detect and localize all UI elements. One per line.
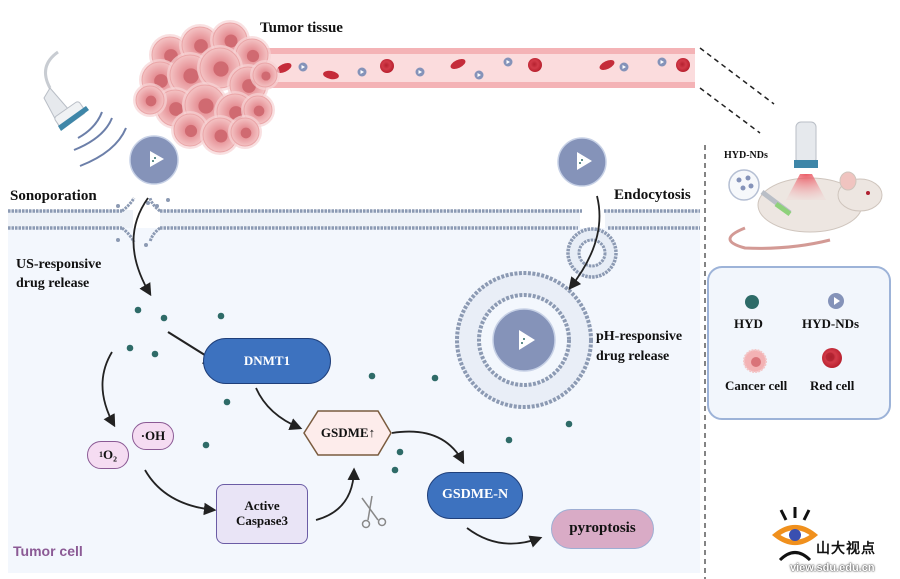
gsdme-n-label: GSDME-N	[441, 487, 509, 503]
hyd-dot-icon	[745, 295, 759, 309]
pyroptosis-node: pyroptosis	[551, 509, 654, 549]
legend-hyd-nds-label: HYD-NDs	[802, 316, 860, 331]
tumor-cell-label: Tumor cell	[13, 543, 83, 559]
zoom-line-top	[699, 47, 775, 105]
tumor-tissue-cluster	[133, 20, 280, 155]
red-blood-cell	[676, 58, 690, 72]
mouse-hyd-nds-label: HYD-NDs	[724, 150, 768, 161]
arrow-gsdmen-pyroptosis	[466, 527, 543, 548]
watermark-name: 山大视点	[816, 541, 876, 557]
hyd-dot	[202, 441, 210, 449]
caspase-label-line2: Caspase3	[235, 513, 288, 528]
gsdme-n-node: GSDME-N	[427, 472, 523, 519]
hydroxyl-radical-label: ·OH	[140, 427, 166, 443]
legend-red-cell-label: Red cell	[810, 378, 855, 393]
gsdme-hexagon	[303, 410, 392, 456]
nanodroplet-sonoporation	[129, 135, 179, 185]
arrow-ros-caspase	[144, 469, 217, 516]
cancer-cell-icon	[743, 349, 767, 373]
red-blood-cell	[599, 60, 615, 70]
nanodroplet-endocytosis	[557, 137, 607, 187]
red-blood-cell	[380, 59, 394, 73]
dnmt1-label: DNMT1	[243, 352, 291, 368]
red-blood-cell	[323, 70, 339, 80]
zoom-line-bottom	[699, 87, 761, 134]
hyd-dot	[151, 350, 159, 358]
arrow-dnmt1-gsdme	[255, 387, 303, 431]
arrow-endocytosis	[568, 195, 601, 290]
legend-hyd-label: HYD	[734, 316, 763, 331]
active-caspase3-node: Active Caspase3	[216, 484, 308, 544]
blood-vessel	[255, 48, 695, 88]
red-cell-icon	[822, 348, 842, 368]
watermark-url: view.sdu.edu.cn	[790, 562, 875, 574]
legend-cancer-cell-label: Cancer cell	[725, 378, 788, 393]
hyd-dot	[160, 314, 168, 322]
scissors-icon	[361, 495, 387, 529]
hyd-molecules	[126, 306, 573, 474]
sonoporation-label: Sonoporation	[10, 188, 97, 204]
endocytosis-label: Endocytosis	[614, 187, 691, 203]
legend-box	[707, 266, 891, 420]
hyd-dot	[565, 420, 573, 428]
cell-membrane	[8, 197, 700, 247]
arrow-us-release	[132, 197, 152, 297]
hyd-dot	[223, 398, 231, 406]
arrow-to-ros	[101, 351, 116, 428]
singlet-oxygen-label: O₂	[102, 446, 117, 462]
hyd-dot	[391, 466, 399, 474]
hydroxyl-radical-node: ·OH	[132, 422, 174, 450]
endosome	[455, 271, 593, 409]
hyd-dot	[368, 372, 376, 380]
hyd-dot	[126, 344, 134, 352]
ultrasound-probe-icon	[43, 50, 127, 167]
us-release-label-line1: US-responsive	[16, 257, 102, 272]
mouse-illustration	[728, 121, 883, 250]
inhibit-dnmt1	[167, 331, 209, 358]
hyd-dot	[217, 312, 225, 320]
watermark-logo-icon	[771, 507, 819, 562]
ph-release-label-line1: pH-responsive	[596, 329, 683, 344]
pathway-arrows	[101, 195, 601, 548]
arrow-gsdme-gsdmen	[391, 430, 465, 465]
red-blood-cell	[450, 59, 466, 69]
red-blood-cell	[528, 58, 542, 72]
pyroptosis-label: pyroptosis	[569, 520, 636, 537]
us-release-label-line2: drug release	[16, 276, 90, 291]
hyd-dot	[505, 436, 513, 444]
red-blood-cell	[276, 63, 292, 73]
ph-release-label-line2: drug release	[596, 349, 670, 364]
hyd-dot	[431, 374, 439, 382]
dnmt1-node: DNMT1	[203, 338, 331, 384]
tumor-tissue-label: Tumor tissue	[260, 20, 343, 36]
gsdme-node: GSDME↑	[310, 411, 386, 455]
nanodroplet-icon	[828, 293, 844, 309]
hyd-dot	[396, 448, 404, 456]
gsdme-label: GSDME↑	[320, 424, 376, 440]
arrow-caspase-gsdme	[315, 467, 361, 521]
singlet-oxygen-superscript: 1	[98, 450, 103, 460]
hyd-dot	[134, 306, 142, 314]
caspase-label-line1: Active	[244, 498, 280, 514]
